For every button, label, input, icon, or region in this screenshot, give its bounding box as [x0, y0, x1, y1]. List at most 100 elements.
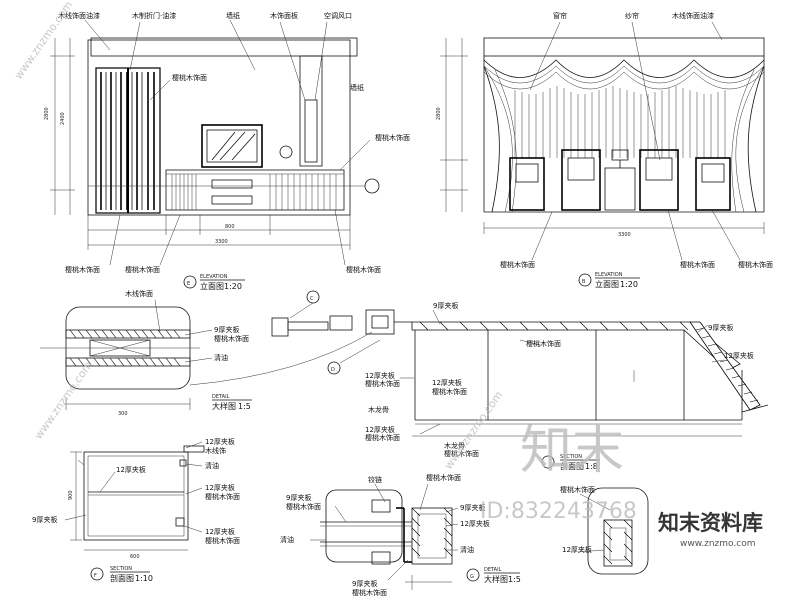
sec-note-lath: 木龙骨 [368, 405, 389, 414]
f-note-top: 12厚夹板 [205, 437, 235, 446]
dim-width-1: 3300 [215, 239, 228, 245]
note-outlet: 空调风口 [324, 11, 352, 20]
ceiling-section: C D [271, 290, 769, 471]
dim-height-1: 2800 [44, 107, 50, 120]
sec-note-wood: 12厚夹板 [724, 351, 754, 360]
g-note-finish-2: 樱桃木饰面 [352, 588, 387, 597]
g-note-board-2: 9厚夹板 [286, 493, 311, 502]
b-note-veneer-2: 樱桃木饰面 [680, 260, 715, 269]
chairs [509, 149, 731, 211]
detail-a: 300 木线饰面 9厚夹板 樱桃木饰面 清油 DETAIL 大样图 1:5 [40, 289, 373, 417]
detail-a-scale: 1:5 [238, 402, 251, 411]
watermark-diagonal-3: www.znzmo.com [442, 389, 506, 472]
h-note-veneer: 樱桃木饰面 [560, 485, 595, 494]
section-scale: 1:8 [585, 462, 598, 471]
note-wood-board: 木饰面板 [270, 11, 298, 20]
front-section-f: 900 600 12厚夹板 木线饰 清油 12厚夹板 12厚夹板 樱桃木饰面 9… [32, 437, 240, 583]
front-f-title: 剖面图 [110, 573, 134, 583]
detail-g-title: 大样图 [484, 574, 508, 584]
detail-g: 铰链 樱桃木饰面 9厚夹板 12厚夹板 清油 9厚夹板 樱桃木饰面 清油 9厚夹… [280, 473, 521, 597]
f-note-corner-2: 12厚夹板 [205, 527, 235, 536]
sec-note-lamp: 9厚夹板 [708, 323, 733, 332]
elevation-e-tag: E [187, 281, 190, 287]
sec-note-veneer: 樱桃木饰面 [526, 339, 561, 348]
side-panel [299, 55, 323, 167]
elevation-e-scale: 1:20 [224, 282, 242, 291]
f-note-trim: 清油 [205, 461, 219, 470]
g-note-veneer: 樱桃木饰面 [426, 473, 461, 482]
note-wood-door: 木制折门·油漆 [132, 11, 176, 20]
g-note-board: 9厚夹板 [460, 503, 485, 512]
note-veneer-1: 樱桃木饰面 [172, 73, 207, 82]
g-note-board-3: 9厚夹板 [352, 579, 377, 588]
watermark-diagonal-2: www.znzmo.com [32, 359, 96, 442]
sheer-curtain [514, 86, 726, 158]
b-note-sheer: 纱帘 [625, 11, 639, 20]
section-marker-circle [279, 145, 293, 159]
watermark-diagonal-1: www.znzmo.com [12, 0, 76, 82]
callout-circle [364, 178, 380, 194]
elevation-b-title: 立面图 [595, 279, 619, 289]
elevation-e: 2800 2400 [44, 11, 410, 291]
elevation-e-label: ELEVATION [200, 274, 228, 280]
sec-note-board: 9厚夹板 [433, 301, 458, 310]
note-wood-trim: 木线饰面油漆 [58, 11, 100, 20]
detail-a-title: 大样图 [212, 401, 236, 411]
note-veneer-4: 樱桃木饰面 [125, 265, 160, 274]
detail-g-scale: 1:5 [508, 575, 521, 584]
front-f-label: SECTION [110, 566, 132, 572]
a-note-wood-trim: 木线饰面 [125, 289, 153, 298]
f-note-mid: 12厚夹板 [116, 465, 146, 474]
g-note-edge: 12厚夹板 [460, 519, 490, 528]
f-note-corner: 12厚夹板 [205, 483, 235, 492]
b-note-veneer-3: 樱桃木饰面 [738, 260, 773, 269]
callout-c: C [310, 296, 314, 302]
note-veneer-3: 樱桃木饰面 [65, 265, 100, 274]
tv-cabinet [165, 169, 345, 211]
sec-note-finish-2: 樱桃木饰面 [365, 433, 400, 442]
section-label: SECTION [560, 454, 582, 460]
g-note-paint-2: 清油 [280, 535, 294, 544]
f-note-edge: 木线饰 [205, 446, 226, 455]
b-dim-width: 3300 [618, 232, 631, 238]
front-f-scale: 1:10 [135, 574, 153, 583]
note-veneer-5: 樱桃木饰面 [346, 265, 381, 274]
a-note-veneer: 樱桃木饰面 [214, 334, 249, 343]
note-panel-label: 墙纸 [350, 83, 364, 92]
detail-a-dim: 300 [118, 411, 128, 417]
folding-door [95, 67, 161, 214]
left-drape [483, 65, 500, 213]
sec-note-ceiling: 樱桃木饰面 [432, 387, 467, 396]
detail-a-label: DETAIL [212, 394, 230, 400]
b-note-wood-trim: 木线饰面油漆 [672, 11, 714, 20]
elevation-b-label: ELEVATION [595, 272, 623, 278]
elevation-e-title: 立面图 [200, 281, 224, 291]
callout-d: D [331, 367, 335, 373]
sec-note-wood-2: 12厚夹板 [432, 378, 462, 387]
watermark-url: www.znzmo.com [680, 539, 755, 549]
b-dim-height: 2800 [436, 107, 442, 120]
g-note-paint: 清油 [460, 545, 474, 554]
watermark-brand: 知末资料库 [658, 511, 763, 535]
watermark-id: ID:832243768 [480, 499, 637, 524]
sec-note-panel: 12厚夹板 [365, 371, 395, 380]
television [201, 124, 263, 205]
b-note-curtain: 窗帘 [553, 11, 567, 20]
f-dim-w: 600 [130, 554, 140, 560]
b-note-veneer-1: 樱桃木饰面 [500, 260, 535, 269]
section-title: 剖面图 [560, 461, 584, 471]
elevation-b: 2800 [436, 11, 773, 289]
elevation-b-tag: B [582, 279, 586, 285]
note-wallpaper: 墙纸 [226, 11, 240, 20]
detail-h: 樱桃木饰面 12厚夹板 [560, 485, 649, 575]
detail-g-tag: G [470, 574, 474, 580]
dim-height-2: 2400 [60, 112, 66, 125]
sec-note-finish: 樱桃木饰面 [365, 379, 400, 388]
f-note-bottom-2: 樱桃木饰面 [205, 536, 240, 545]
curtain-valance [483, 59, 765, 90]
sec-note-panel-2: 12厚夹板 [365, 425, 395, 434]
elevation-b-scale: 1:20 [620, 280, 638, 289]
sec-note-lath-2: 木龙骨 [444, 441, 465, 450]
g-note-finish: 樱桃木饰面 [286, 502, 321, 511]
